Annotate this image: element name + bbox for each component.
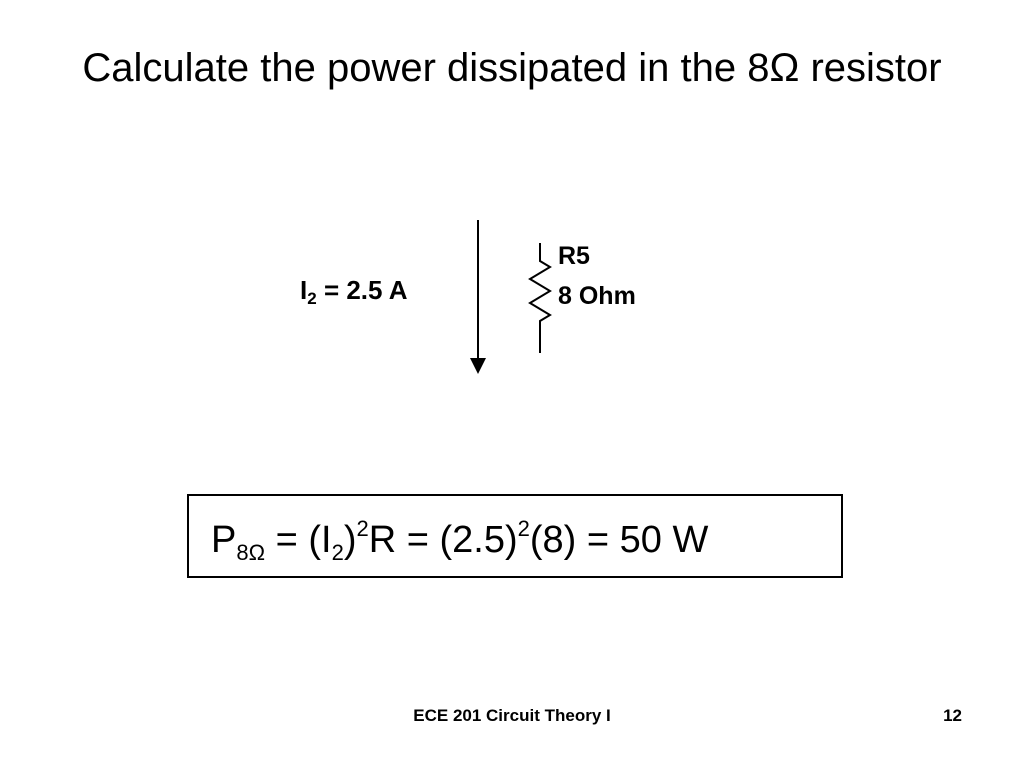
formula-r: R = (2.5) xyxy=(368,519,518,561)
formula-eq1: = (I xyxy=(265,519,332,561)
footer-page-number: 12 xyxy=(943,706,962,725)
current-label: I2 = 2.5 A xyxy=(300,275,408,308)
formula-close1: ) xyxy=(343,519,357,561)
footer-course: ECE 201 Circuit Theory I xyxy=(413,706,611,725)
formula-p-subscript: 8Ω xyxy=(236,540,266,565)
formula-box: P8Ω = (I2)2R = (2.5)2(8) = 50 W xyxy=(187,494,843,578)
formula-square-1: 2 xyxy=(356,516,369,541)
slide-title: Calculate the power dissipated in the 8Ω… xyxy=(82,46,942,90)
current-subscript: 2 xyxy=(307,289,317,308)
current-symbol: I xyxy=(300,275,308,305)
current-value: = 2.5 A xyxy=(323,275,408,305)
resistor-name: R5 xyxy=(558,242,590,270)
resistor-value: 8 Ohm xyxy=(558,282,636,310)
formula-result: (8) = 50 W xyxy=(529,519,709,561)
formula-p: P xyxy=(211,519,237,561)
power-formula: P8Ω = (I2)2R = (2.5)2(8) = 50 W xyxy=(211,516,709,565)
formula-i-subscript: 2 xyxy=(331,540,344,565)
formula-square-2: 2 xyxy=(517,516,530,541)
circuit-diagram xyxy=(470,220,552,374)
resistor-symbol-icon xyxy=(528,243,552,353)
